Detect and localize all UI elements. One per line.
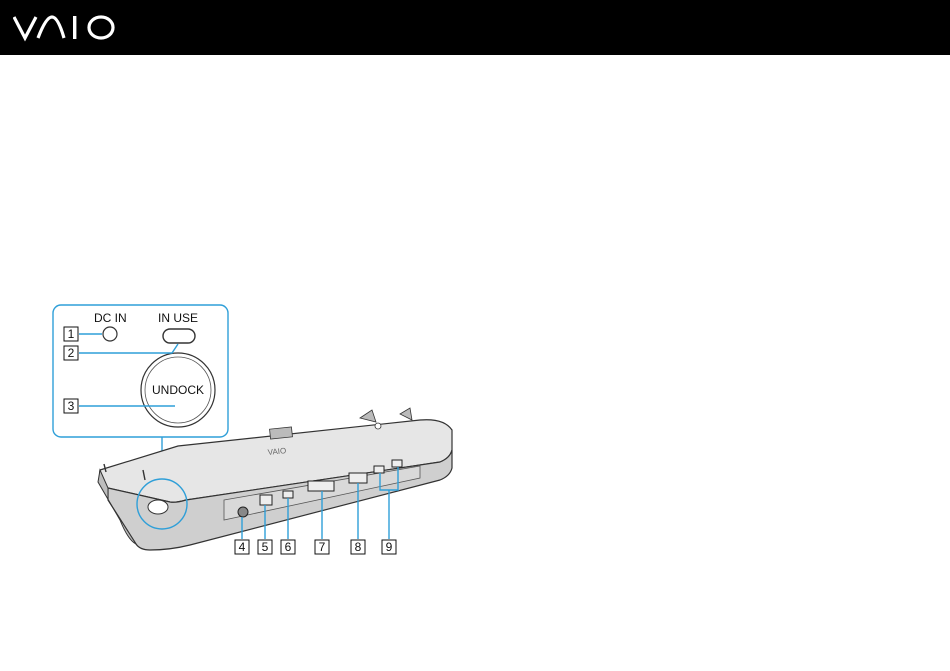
callout-4: 4 xyxy=(235,540,249,554)
callout-1: 1 xyxy=(64,327,78,341)
svg-text:VAIO: VAIO xyxy=(267,446,286,457)
dvi-port-icon xyxy=(308,481,334,491)
callout-8: 8 xyxy=(351,540,365,554)
usb-port-icon xyxy=(392,460,402,467)
dc-in-port-icon xyxy=(238,507,248,517)
dc-in-label: DC IN xyxy=(94,311,127,325)
svg-text:2: 2 xyxy=(68,346,75,360)
svg-text:6: 6 xyxy=(285,540,292,554)
callout-3: 3 xyxy=(64,399,78,413)
dc-in-jack-icon xyxy=(103,327,117,341)
svg-text:7: 7 xyxy=(319,540,326,554)
svg-text:4: 4 xyxy=(239,540,246,554)
network-port-icon xyxy=(260,495,272,505)
in-use-label: IN USE xyxy=(158,311,198,325)
undock-label: UNDOCK xyxy=(152,383,204,397)
callout-7: 7 xyxy=(315,540,329,554)
svg-text:3: 3 xyxy=(68,399,75,413)
in-use-indicator-icon xyxy=(163,329,195,343)
svg-text:5: 5 xyxy=(262,540,269,554)
callout-9: 9 xyxy=(382,540,396,554)
svg-text:1: 1 xyxy=(68,327,75,341)
usb-port-icon xyxy=(374,466,384,473)
svg-text:9: 9 xyxy=(386,540,393,554)
callout-2: 2 xyxy=(64,346,78,360)
callout-6: 6 xyxy=(281,540,295,554)
svg-text:8: 8 xyxy=(355,540,362,554)
callout-5: 5 xyxy=(258,540,272,554)
vga-port-icon xyxy=(349,473,367,483)
usb-port-icon xyxy=(283,491,293,498)
